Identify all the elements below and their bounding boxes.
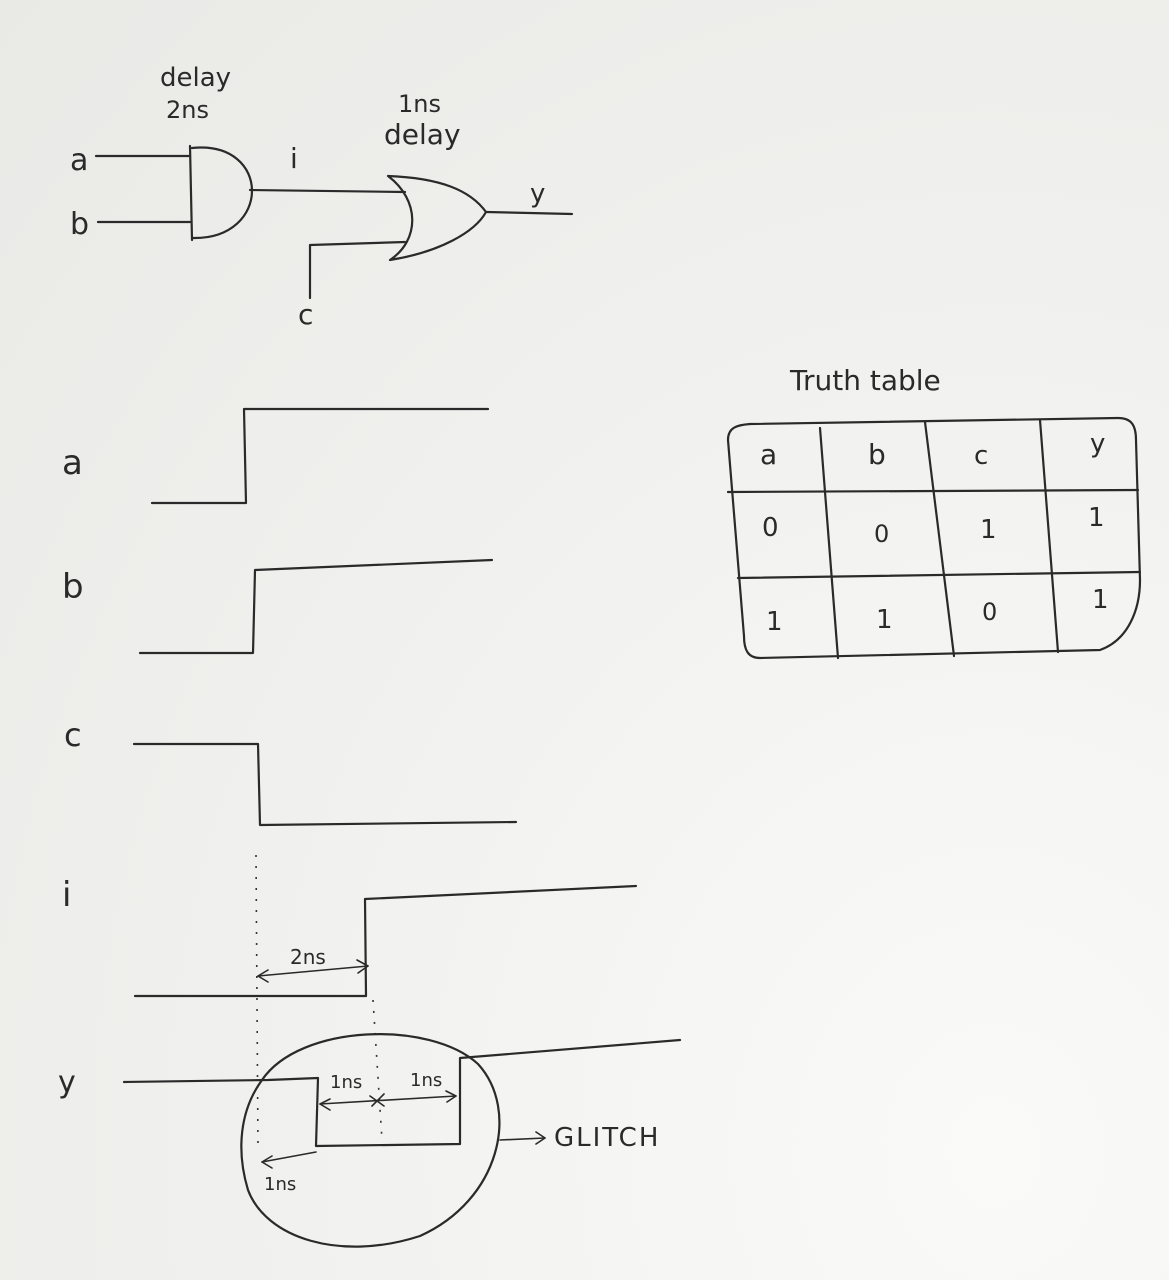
truth-table-title: Truth table <box>789 364 941 397</box>
arrowhead-2 <box>445 1090 457 1103</box>
or-delay-label: delay <box>384 118 461 151</box>
i-delay-label: 2ns <box>290 945 326 969</box>
cell-r1-a: 0 <box>762 513 779 543</box>
mid-cross <box>369 1093 385 1107</box>
wave-label-a: a <box>62 443 83 483</box>
arrowhead-3 <box>261 1155 273 1169</box>
node-i-label: i <box>290 142 298 175</box>
timing-diagram: a b c i y 2ns 1ns 1ns 1ns GLITCH <box>58 407 682 1248</box>
table-col-2 <box>923 420 956 658</box>
glitch-circle <box>240 1033 501 1248</box>
arrowhead-1 <box>319 1098 331 1111</box>
truth-table: Truth table a b c y 0 0 1 1 1 1 0 1 <box>726 364 1142 660</box>
y-delay-left: 1ns <box>264 1174 296 1195</box>
waveform-i <box>133 884 638 998</box>
or-gate <box>386 174 488 262</box>
output-y-label: y <box>530 179 545 209</box>
table-col-1 <box>818 426 840 660</box>
table-col-3 <box>1038 418 1060 654</box>
and-delay-label: delay <box>160 63 231 93</box>
cell-r1-b: 0 <box>874 520 889 548</box>
glitch-pointer-arrow <box>499 1137 546 1141</box>
th-b: b <box>868 438 886 471</box>
y-delay-left-arrow <box>261 1151 317 1163</box>
guide-t0 <box>255 854 259 1151</box>
waveform-a <box>150 407 490 505</box>
glitch-label: GLITCH <box>554 1123 660 1153</box>
y-delay-mid1: 1ns <box>330 1072 362 1093</box>
cell-r2-b: 1 <box>876 605 893 635</box>
waveform-y <box>122 1038 682 1148</box>
truth-table-border <box>726 416 1142 660</box>
circuit: delay 2ns 1ns delay a b i y c <box>70 63 574 331</box>
wire-c <box>308 240 407 300</box>
wave-label-i: i <box>62 875 71 915</box>
and-delay-value: 2ns <box>166 96 209 124</box>
cell-r1-c: 1 <box>980 515 997 545</box>
input-a-label: a <box>70 143 88 178</box>
th-a: a <box>760 438 777 471</box>
i-delay-arrowhead-right <box>356 959 369 974</box>
glitch-width-arrow <box>319 1095 457 1105</box>
and-gate <box>188 144 253 242</box>
wave-label-y: y <box>58 1065 76 1100</box>
i-delay-arrow <box>257 965 369 977</box>
wire-i <box>248 188 407 194</box>
cell-r2-a: 1 <box>766 607 783 637</box>
i-delay-arrowhead-left <box>257 969 269 983</box>
guide-t2 <box>372 999 383 1141</box>
waveform-b <box>138 558 494 655</box>
wave-label-c: c <box>64 716 82 754</box>
waveform-c <box>132 742 518 827</box>
wire-y <box>484 210 574 216</box>
table-rule-2 <box>736 570 1142 580</box>
input-c-label: c <box>298 298 313 331</box>
th-y: y <box>1090 429 1105 459</box>
cell-r2-c: 0 <box>982 598 997 626</box>
y-delay-mid2: 1ns <box>410 1070 442 1091</box>
glitch-pointer-arrowhead <box>535 1131 546 1145</box>
th-c: c <box>974 441 988 471</box>
cell-r2-y: 1 <box>1092 585 1109 615</box>
input-b-label: b <box>70 207 89 242</box>
or-delay-value: 1ns <box>398 90 441 118</box>
wave-label-b: b <box>62 567 84 607</box>
cell-r1-y: 1 <box>1088 503 1105 533</box>
